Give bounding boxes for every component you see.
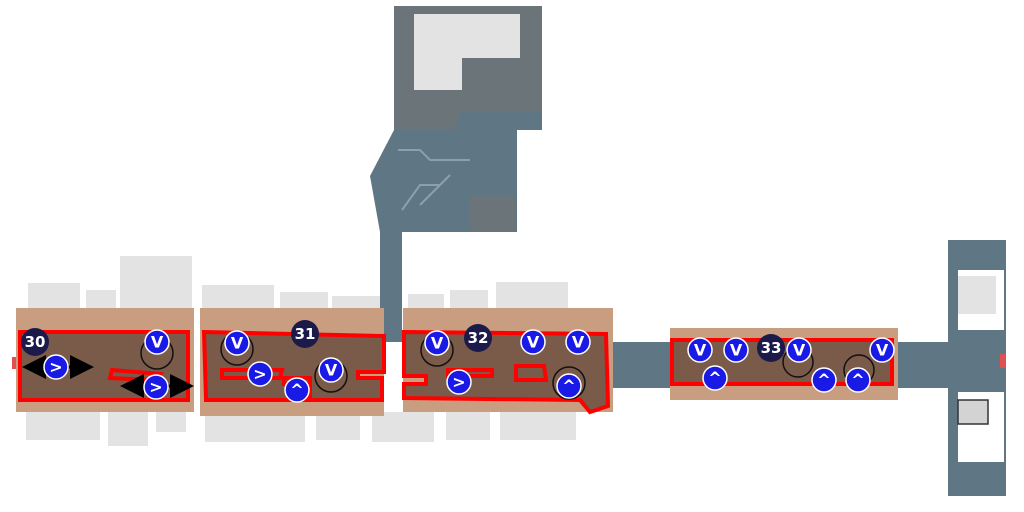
marker-icon[interactable]: ^ [811, 367, 837, 393]
top-building [370, 6, 542, 232]
zone-label-text: 31 [295, 325, 316, 343]
svg-text:V: V [527, 333, 540, 352]
right-building [948, 240, 1006, 496]
svg-text:V: V [231, 334, 244, 353]
direction-markers: > > V V > V ^ V V V > ^ V V V V ^ ^ ^ [43, 329, 895, 403]
marker-icon[interactable]: ^ [845, 367, 871, 393]
zone-labels: 30 31 32 33 [21, 320, 785, 362]
marker-icon[interactable]: V [565, 329, 591, 355]
rack-outlines [107, 364, 549, 398]
svg-text:^: ^ [851, 371, 864, 390]
marker-icon[interactable]: > [43, 354, 69, 380]
svg-text:>: > [452, 373, 465, 392]
svg-text:^: ^ [562, 377, 575, 396]
marker-icon[interactable]: V [687, 337, 713, 363]
marker-icon[interactable]: V [424, 330, 450, 356]
marker-icon[interactable]: V [869, 337, 895, 363]
marker-icon[interactable]: V [144, 329, 170, 355]
marker-icon[interactable]: V [224, 330, 250, 356]
background-blocks [26, 256, 576, 446]
svg-text:V: V [572, 333, 585, 352]
svg-text:V: V [730, 341, 743, 360]
marker-icon[interactable]: ^ [284, 377, 310, 403]
zone-label-31[interactable]: 31 [291, 320, 319, 348]
zone-label-text: 30 [25, 333, 46, 351]
svg-text:>: > [49, 358, 62, 377]
door-marker-left [12, 357, 18, 369]
svg-text:^: ^ [708, 369, 721, 388]
svg-text:^: ^ [290, 381, 303, 400]
svg-text:V: V [694, 341, 707, 360]
vertical-corridor [380, 232, 402, 342]
marker-icon[interactable]: V [318, 357, 344, 383]
marker-icon[interactable]: > [143, 374, 169, 400]
marker-icon[interactable]: ^ [702, 365, 728, 391]
marker-icon[interactable]: V [786, 337, 812, 363]
svg-text:>: > [253, 365, 266, 384]
svg-text:V: V [793, 341, 806, 360]
zone-31-area[interactable] [201, 329, 386, 402]
svg-text:^: ^ [817, 371, 830, 390]
marker-icon[interactable]: ^ [556, 373, 582, 399]
svg-text:V: V [325, 361, 338, 380]
zone-label-32[interactable]: 32 [464, 324, 492, 352]
svg-text:V: V [431, 334, 444, 353]
svg-text:V: V [151, 333, 164, 352]
marker-icon[interactable]: V [520, 329, 546, 355]
marker-icon[interactable]: V [723, 337, 749, 363]
svg-text:>: > [149, 378, 162, 397]
marker-icon[interactable]: > [247, 361, 273, 387]
zone-label-text: 32 [468, 329, 489, 347]
zone-label-text: 33 [761, 339, 782, 357]
door-marker-right [1000, 354, 1006, 368]
marker-icon[interactable]: > [446, 369, 472, 395]
svg-text:V: V [876, 341, 889, 360]
zone-label-30[interactable]: 30 [21, 328, 49, 356]
zone-label-33[interactable]: 33 [757, 334, 785, 362]
